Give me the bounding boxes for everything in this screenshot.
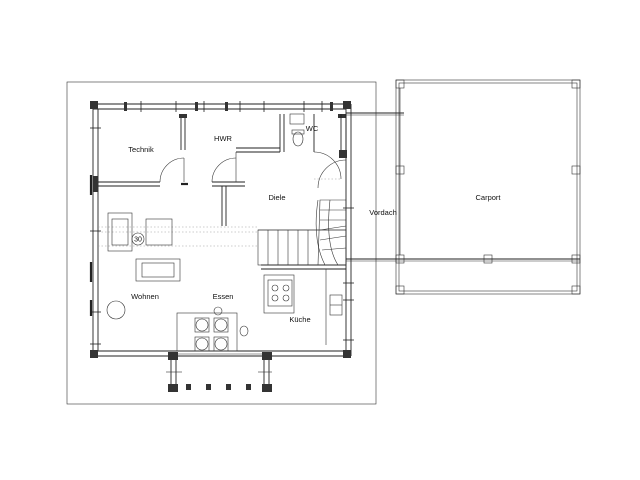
stove [267,279,293,307]
terrace-posts [166,352,272,392]
label-technik: Technik [128,145,154,154]
sofa [135,258,181,282]
armchair [107,212,133,252]
side-table [145,218,173,246]
toilet [292,131,304,147]
stair-number: 30 [134,237,142,244]
label-essen: Essen [213,292,234,301]
label-diele: Diele [268,193,285,202]
interior-walls [93,114,347,345]
label-hwr: HWR [214,134,232,143]
label-wohnen: Wohnen [131,292,159,301]
door-swings [159,151,347,189]
label-kueche: Küche [289,315,310,324]
exterior-walls [90,101,354,358]
label-wc: WC [306,124,319,133]
label-carport: Carport [475,193,501,202]
carport [346,79,581,295]
label-vordach: Vordach [369,208,397,217]
furniture [106,113,343,352]
stair-number-circle [131,232,145,246]
floor-lamp [106,300,126,320]
beam-lines [98,226,258,247]
staircase [257,199,347,266]
lot-boundary [66,81,377,405]
wc-sink [289,113,305,125]
